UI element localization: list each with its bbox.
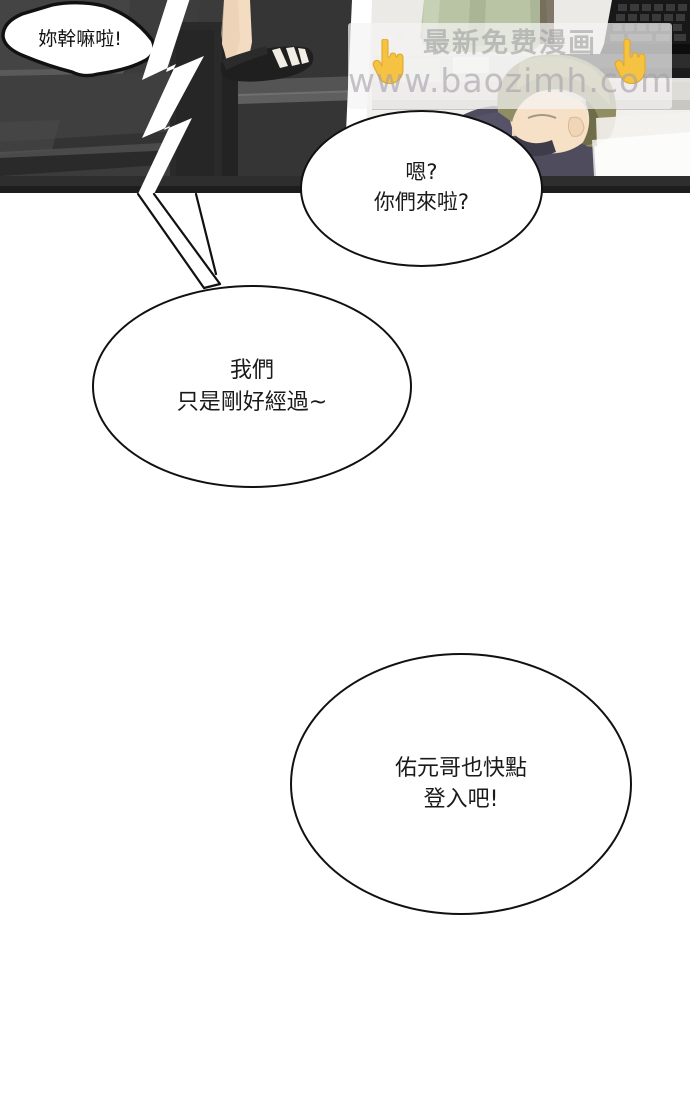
speech-bubble-2-text: 我們 只是剛好經過~ xyxy=(176,358,328,415)
speech-bubble-1: 嗯? 你們來啦? xyxy=(300,110,543,267)
speech-bubble-3-shout: 妳幹嘛啦! xyxy=(0,0,160,82)
speech-bubble-3-text: 妳幹嘛啦! xyxy=(38,28,122,50)
speech-bubble-1-text: 嗯? 你們來啦? xyxy=(373,159,470,214)
speech-bubble-4: 佑元哥也快點 登入吧! xyxy=(290,653,632,915)
burst-bubble-shape xyxy=(1,1,156,78)
speech-bubble-2: 我們 只是剛好經過~ xyxy=(92,285,412,488)
speech-bubble-4-text: 佑元哥也快點 登入吧! xyxy=(394,755,527,812)
